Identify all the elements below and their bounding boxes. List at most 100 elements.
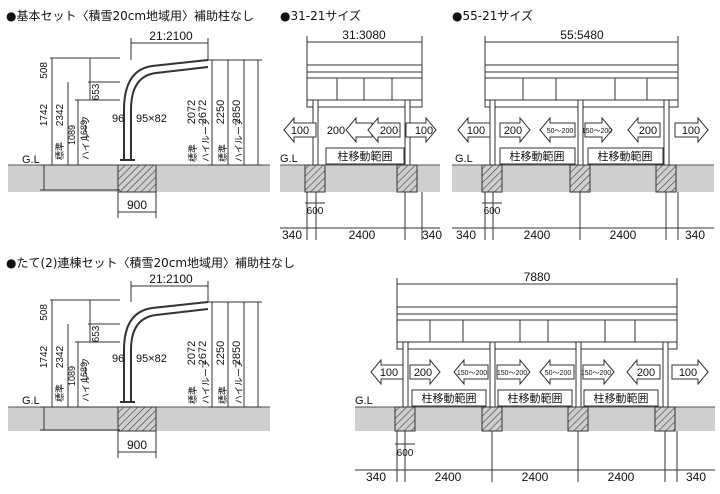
arrow-d: 150〜200 <box>581 370 611 377</box>
arrow-out-right: 100 <box>682 125 700 137</box>
arrow-b: 150〜200 <box>497 370 527 377</box>
post-range-label-3: 柱移動範囲 <box>594 391 649 405</box>
h-2342: 2342 <box>55 345 66 368</box>
h-2250: 2250 <box>215 100 227 124</box>
post-offset-label: 96 <box>112 353 124 365</box>
front-view-55 <box>452 36 714 240</box>
front-view-31-labels: 31:3080 G.L 100 200 200 100 柱移動範囲 600 34… <box>280 28 442 242</box>
side-view-top <box>8 38 270 218</box>
gl-label: G.L <box>280 153 298 165</box>
side-post-beam-inner <box>130 308 209 402</box>
dim-mid2: 2400 <box>610 228 637 242</box>
high-roof-std: 標準 <box>54 384 65 402</box>
size-55-21-title: ●55-21サイズ <box>452 9 533 23</box>
post-range-label-1: 柱移動範囲 <box>510 149 565 163</box>
front-view-7880 <box>355 278 715 482</box>
dim-mid: 2400 <box>349 228 376 242</box>
post-range-label-1: 柱移動範囲 <box>422 391 477 405</box>
side-post-beam-inner <box>130 66 209 160</box>
h-2672: 2672 <box>197 100 209 124</box>
side-post-beam <box>123 59 209 160</box>
std-right-1: 標準 <box>187 144 198 162</box>
std-right-2: 標準 <box>217 386 228 404</box>
dim-left: 340 <box>456 228 476 242</box>
dim-right: 340 <box>686 470 706 484</box>
arrow-mid-b: 150〜200 <box>582 128 612 135</box>
arrow-a: 150〜200 <box>457 370 487 377</box>
dim-left: 340 <box>366 470 386 484</box>
front-view-55-labels: 55:5480 G.L 100 200 50〜200 150〜200 200 1… <box>455 28 705 242</box>
post-section-label: 95×82 <box>136 113 167 125</box>
arrow-in-right: 200 <box>637 367 655 379</box>
depth-label: 21:2100 <box>149 29 193 43</box>
arrow-in-right: 200 <box>380 125 398 137</box>
footing-hatch <box>117 406 157 432</box>
std-right-2: 標準 <box>217 144 228 162</box>
gl-label: G.L <box>455 153 473 165</box>
side-view-bottom-labels: 21:2100 96 95×82 900 G.L 508 1742 2342 標… <box>22 272 244 452</box>
arrow-out-left: 100 <box>380 367 398 379</box>
high-right-2: ハイルーフ <box>234 118 244 162</box>
high-right-1: ハイルーフ <box>201 360 211 404</box>
footing-label: 600 <box>307 206 324 217</box>
dim-mid1: 2400 <box>435 470 462 484</box>
post-range-label-2: 柱移動範囲 <box>508 391 563 405</box>
arrow-in-right: 200 <box>639 125 657 137</box>
arrow-mid-a: 50〜200 <box>547 128 574 135</box>
h-2850: 2850 <box>231 341 243 365</box>
h-1742: 1742 <box>39 345 50 368</box>
dim-mid1: 2400 <box>524 228 551 242</box>
high-right-2: ハイルーフ <box>234 360 244 404</box>
arrow-out-left: 100 <box>467 125 485 137</box>
basic-set-title: ●基本セット〈積雪20cm地域用〉補助柱なし <box>6 9 255 23</box>
width-label: 55:5480 <box>560 28 604 42</box>
h-2072: 2072 <box>186 100 198 124</box>
width-label: 31:3080 <box>342 28 386 42</box>
gl-label: G.L <box>355 395 373 407</box>
h-2672: 2672 <box>197 341 209 365</box>
h-1689: 1689 <box>79 120 89 140</box>
high-roof-label: ハイルーフ <box>81 116 91 160</box>
arrow-c: 50〜200 <box>545 370 572 377</box>
h-1742: 1742 <box>39 103 50 126</box>
h-2072: 2072 <box>186 341 198 365</box>
footing-label: 900 <box>127 198 147 212</box>
arrow-out-right: 100 <box>415 125 433 137</box>
arrow-out-left: 100 <box>291 125 309 137</box>
h-1089: 1089 <box>67 125 77 145</box>
dim-left: 340 <box>282 228 302 242</box>
high-roof-label: ハイルーフ <box>81 358 91 402</box>
dim-mid3: 2400 <box>608 470 635 484</box>
post-range-box <box>325 147 405 165</box>
post-section-label: 95×82 <box>136 353 167 365</box>
footing-hatch <box>117 164 157 193</box>
h-2342: 2342 <box>55 103 66 126</box>
post-range-label: 柱移動範囲 <box>338 149 393 163</box>
post-offset-label: 96 <box>112 113 124 125</box>
h-508: 508 <box>39 304 50 321</box>
arrow-in-left: 200 <box>414 367 432 379</box>
front-view-31 <box>280 36 440 240</box>
arrow-in-left: 200 <box>327 125 345 137</box>
gl-label: G.L <box>22 395 40 407</box>
footing-label: 600 <box>484 206 501 217</box>
high-roof-std: 標準 <box>54 142 65 160</box>
h-1689: 1689 <box>79 362 89 382</box>
std-right-1: 標準 <box>187 386 198 404</box>
h-2250: 2250 <box>215 341 227 365</box>
high-right-1: ハイルーフ <box>201 118 211 162</box>
dim-right: 340 <box>685 228 705 242</box>
arrow-out-right: 100 <box>679 367 697 379</box>
width-label: 7880 <box>524 270 551 284</box>
side-post-beam <box>123 301 209 402</box>
dim-right: 340 <box>422 228 442 242</box>
tate-set-title: ●たて(2)連棟セット〈積雪20cm地域用〉補助柱なし <box>6 256 296 270</box>
side-view-top-labels: 21:2100 96 95×82 900 G.L 508 1742 2342 標… <box>22 29 244 212</box>
arrow-in-left: 200 <box>504 125 522 137</box>
footing-label: 600 <box>397 448 414 459</box>
post-range-label-2: 柱移動範囲 <box>598 149 653 163</box>
h-2850: 2850 <box>231 100 243 124</box>
side-view-bottom <box>8 281 270 458</box>
h-653: 653 <box>91 83 102 100</box>
